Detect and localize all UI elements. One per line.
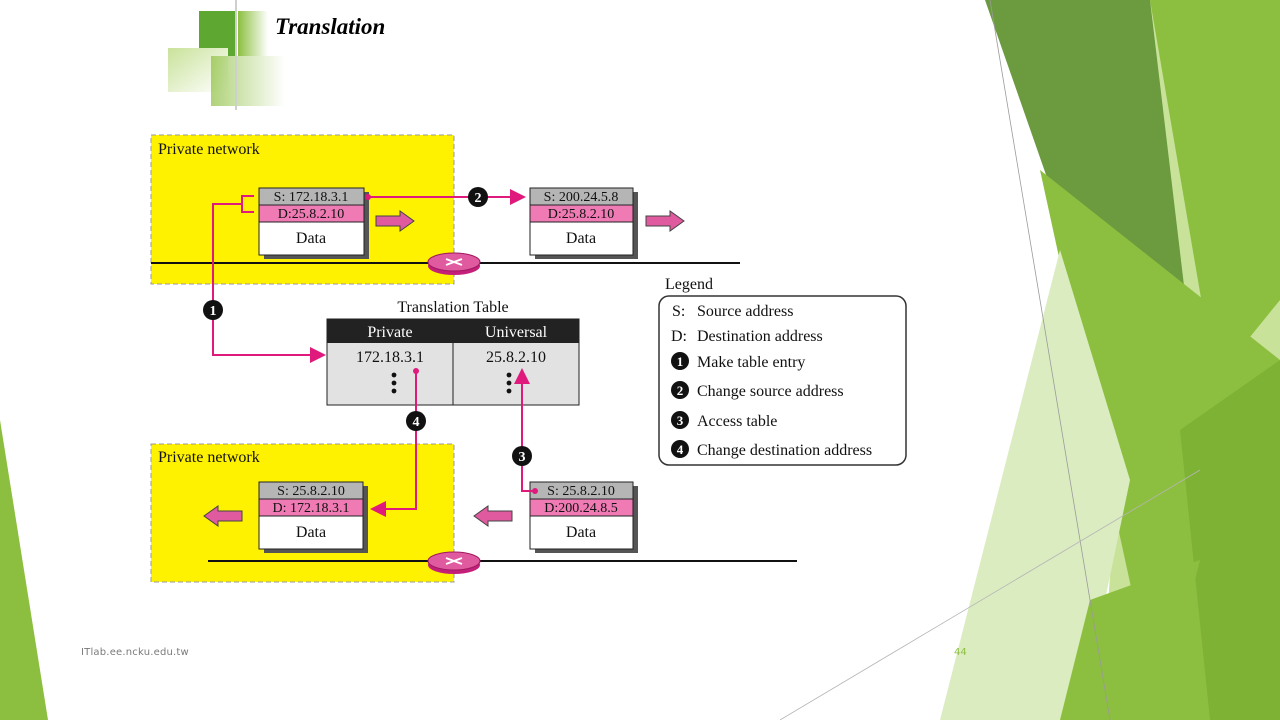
slide-title: Translation: [275, 14, 386, 39]
svg-text:Make table entry: Make table entry: [697, 354, 805, 371]
step-badge-4: 4: [406, 411, 426, 431]
table-cell-private: 172.18.3.1: [356, 349, 424, 366]
svg-text:Access table: Access table: [697, 413, 777, 430]
packet-destination: D: 172.18.3.1: [273, 501, 350, 516]
packet-source: S: 25.8.2.10: [277, 484, 345, 499]
packet-data: Data: [296, 524, 326, 541]
direction-arrow-left-icon: [473, 505, 513, 527]
top-network-label: Private network: [158, 141, 260, 158]
svg-text:2: 2: [677, 383, 684, 398]
decor-line-1: [989, 0, 1111, 720]
table-header-private: Private: [367, 324, 412, 341]
svg-text:4: 4: [677, 442, 684, 457]
svg-text:Destination address: Destination address: [697, 328, 823, 345]
packet-outgoing-universal: S: 200.24.5.8 D:25.8.2.10 Data: [529, 187, 638, 259]
packet-data: Data: [566, 230, 596, 247]
step-badge-1: 1: [203, 300, 223, 320]
legend: S: Source address D: Destination address…: [658, 295, 907, 466]
svg-text:D:: D:: [671, 328, 687, 345]
bottom-network-label: Private network: [158, 449, 260, 466]
legend-item-destination: D: Destination address: [671, 328, 823, 345]
svg-text:3: 3: [519, 450, 526, 465]
legend-item-step-3: 3 Access table: [671, 411, 777, 430]
packet-data: Data: [296, 230, 326, 247]
packet-destination: D:25.8.2.10: [278, 207, 345, 222]
right-pale-shape: [940, 250, 1130, 720]
packet-outgoing-private: S: 172.18.3.1 D:25.8.2.10 Data: [258, 187, 369, 259]
title-square-fade: [238, 11, 268, 56]
ellipsis-icon: [506, 372, 512, 394]
translation-table-title: Translation Table: [397, 299, 508, 316]
direction-arrow-right-icon: [375, 210, 415, 232]
packet-source: S: 172.18.3.1: [274, 190, 349, 205]
packet-incoming-universal: S: 25.8.2.10 D:200.24.8.5 Data: [529, 481, 638, 553]
step-badge-2: 2: [468, 187, 488, 207]
packet-incoming-private: S: 25.8.2.10 D: 172.18.3.1 Data: [258, 481, 368, 553]
packet-destination: D:25.8.2.10: [548, 207, 615, 222]
svg-text:S:: S:: [672, 303, 685, 320]
direction-arrow-right-icon: [645, 210, 685, 232]
top-router-icon: [427, 252, 481, 275]
bottom-router-icon: [427, 551, 481, 574]
direction-arrow-left-icon: [203, 505, 243, 527]
decor-line-2: [779, 469, 1201, 720]
translation-table: Private Universal 172.18.3.1 25.8.2.10: [326, 318, 580, 406]
legend-item-step-1: 1 Make table entry: [671, 352, 805, 371]
legend-title: Legend: [665, 276, 713, 293]
table-cell-universal: 25.8.2.10: [486, 349, 546, 366]
svg-text:2: 2: [475, 191, 482, 206]
svg-text:Change source address: Change source address: [697, 383, 844, 400]
page-number: 44: [954, 647, 967, 658]
left-green-shape: [0, 420, 48, 720]
right-mid-green-shape: [1150, 0, 1280, 380]
footer-site: ITlab.ee.ncku.edu.tw: [81, 647, 189, 658]
svg-text:4: 4: [413, 415, 420, 430]
packet-data: Data: [566, 524, 596, 541]
table-header-universal: Universal: [485, 324, 548, 341]
svg-text:3: 3: [677, 413, 684, 428]
packet-destination: D:200.24.8.5: [544, 501, 618, 516]
ellipsis-icon: [391, 372, 397, 394]
legend-item-step-2: 2 Change source address: [671, 381, 844, 400]
step-arrows: [212, 189, 538, 517]
svg-text:Source address: Source address: [697, 303, 793, 320]
legend-item-source: S: Source address: [672, 303, 793, 320]
svg-text:Change destination address: Change destination address: [697, 442, 872, 459]
svg-text:1: 1: [677, 354, 684, 369]
step-badge-3: 3: [512, 446, 532, 466]
title-square-lower: [211, 56, 285, 106]
packet-source: S: 200.24.5.8: [544, 190, 619, 205]
packet-source: S: 25.8.2.10: [547, 484, 615, 499]
legend-item-step-4: 4 Change destination address: [671, 440, 872, 459]
right-bottom-green: [1060, 560, 1200, 720]
right-lower-green: [1180, 360, 1280, 720]
svg-text:1: 1: [210, 304, 217, 319]
